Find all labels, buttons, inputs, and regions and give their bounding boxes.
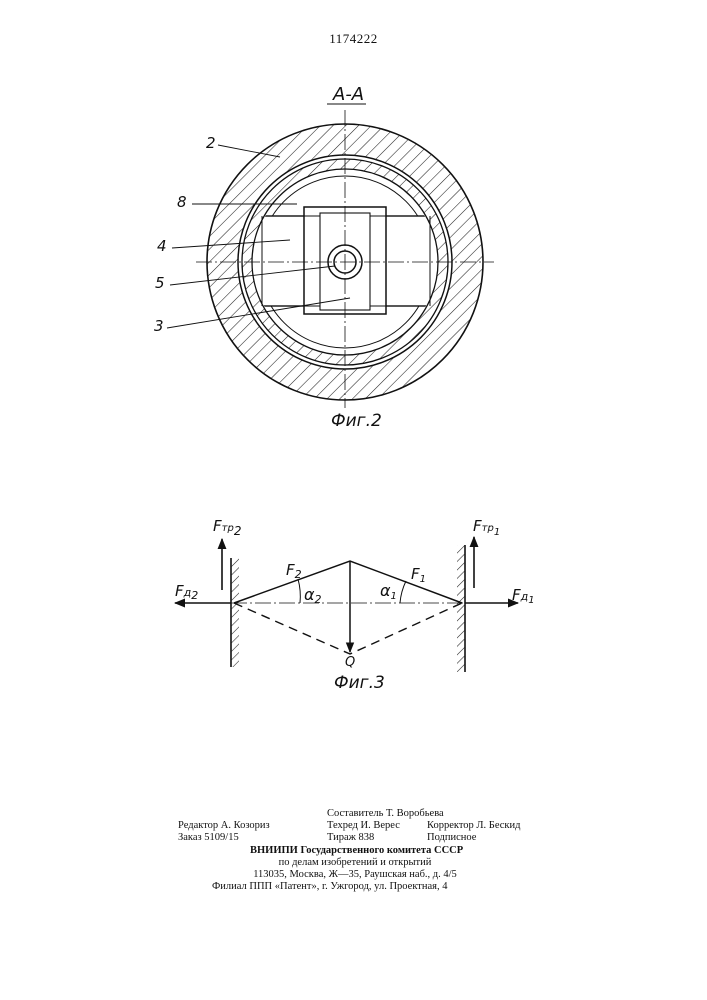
label-ftr1: Fтр1 xyxy=(473,517,500,535)
techred: Техред И. Верес xyxy=(327,820,400,832)
label-alpha1: α1 xyxy=(380,581,397,600)
label-alpha2: α2 xyxy=(304,585,322,604)
fig2-caption: Фиг.2 xyxy=(331,411,382,431)
figure-2 xyxy=(167,104,494,408)
label-f1: F1 xyxy=(411,565,426,583)
fig3-caption: Фиг.3 xyxy=(334,673,385,693)
label-fd2: Fд2 xyxy=(175,582,198,600)
callout-8: 8 xyxy=(177,193,187,211)
compiler: Составитель Т. Воробьева xyxy=(327,808,444,820)
force-lines-solid xyxy=(234,561,462,603)
org-line-1: ВНИИПИ Государственного комитета СССР xyxy=(250,845,460,857)
order: Заказ 5109/15 xyxy=(178,832,239,844)
callout-2: 2 xyxy=(206,134,216,152)
label-q: Q xyxy=(345,655,355,670)
figure-3 xyxy=(175,537,518,672)
circulation: Тираж 838 xyxy=(327,832,374,844)
corrector: Корректор Л. Бескид xyxy=(427,820,520,832)
label-fd1: Fд1 xyxy=(512,586,535,604)
branch-line: Филиал ППП «Патент», г. Ужгород, ул. Про… xyxy=(212,881,447,893)
editor: Редактор А. Козориз xyxy=(178,820,270,832)
force-lines-dashed xyxy=(234,603,462,654)
org-line-2: по делам изобретений и открытий xyxy=(250,857,460,869)
section-label: A-A xyxy=(333,84,364,105)
callout-4: 4 xyxy=(157,237,167,255)
label-f2: F2 xyxy=(286,561,302,579)
subscription: Подписное xyxy=(427,832,476,844)
callout-5: 5 xyxy=(155,274,165,292)
label-ftr2: Fтр2 xyxy=(213,517,241,535)
address-line: 113035, Москва, Ж—35, Раушская наб., д. … xyxy=(220,869,490,881)
callout-3: 3 xyxy=(154,317,164,335)
